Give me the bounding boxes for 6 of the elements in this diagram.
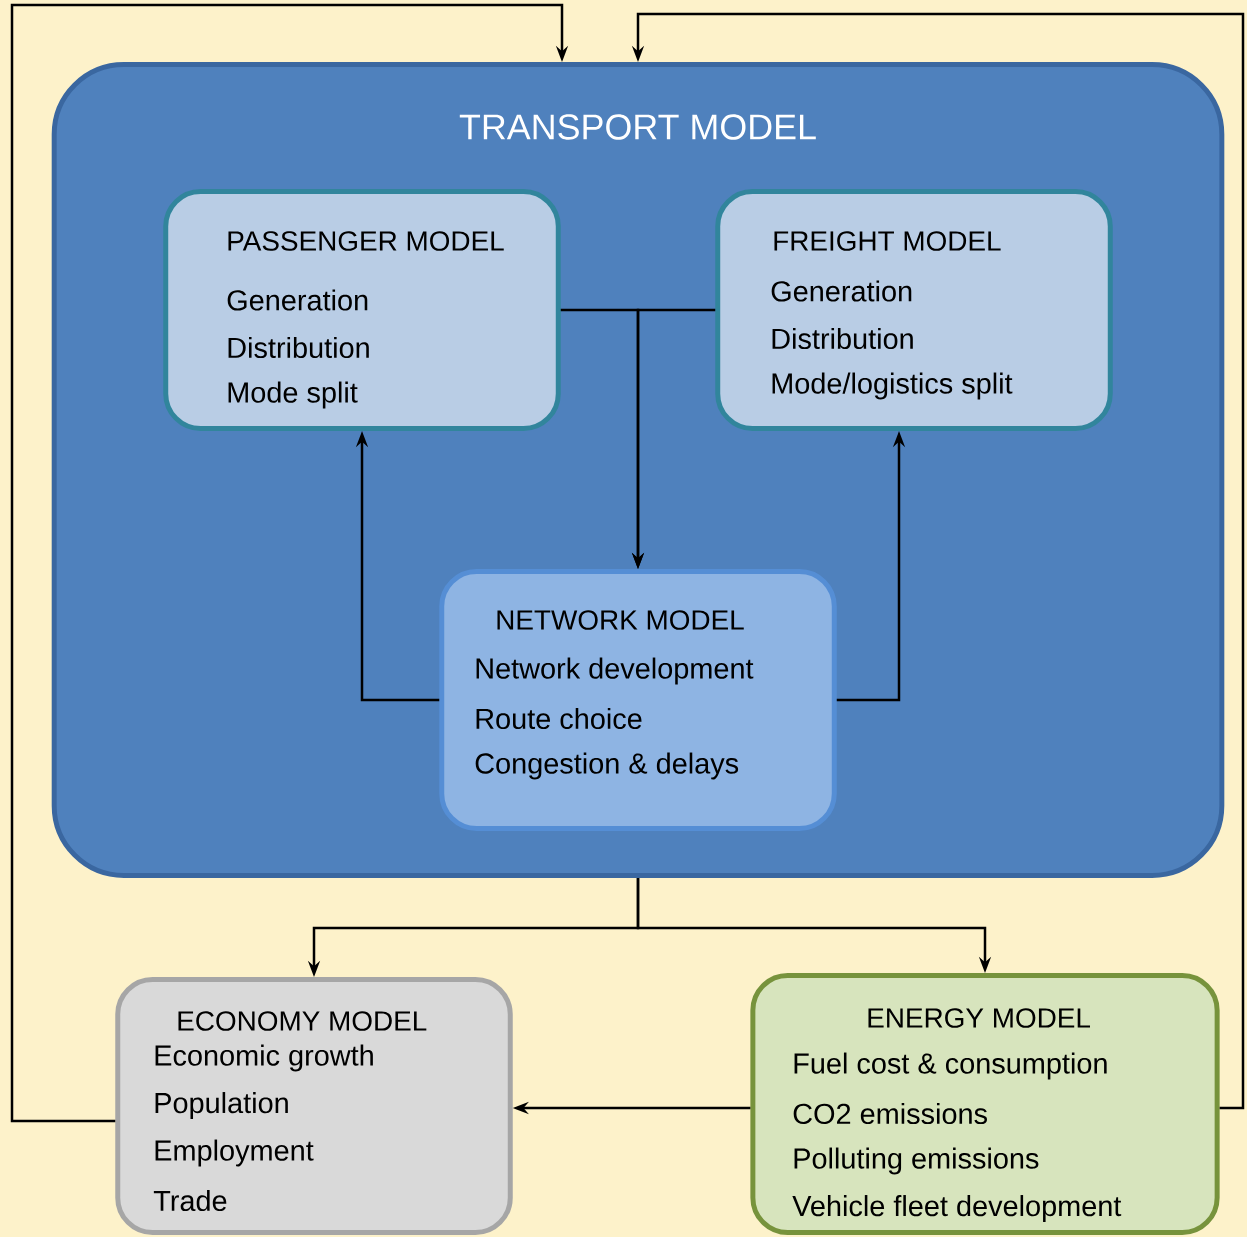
- arrow: [10, 3, 569, 1123]
- model-box: ECONOMY MODEL Economic growth Population Employment Trade: [115, 977, 513, 1235]
- model-box: ENERGY MODEL Fuel cost & consumption CO2 emissions Polluting emissions Vehicle fleet development: [750, 973, 1220, 1235]
- model-box: PASSENGER MODEL Generation Distribution Mode split: [163, 188, 561, 432]
- model-box: FREIGHT MODEL Generation Distribution Mode/logistics split: [715, 188, 1113, 432]
- model-box: NETWORK MODEL Network development Route choice Congestion & delays: [439, 569, 837, 831]
